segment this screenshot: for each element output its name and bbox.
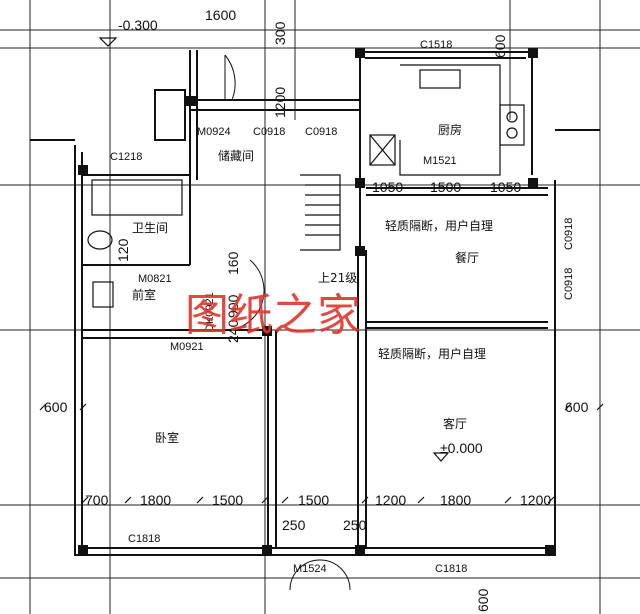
code-M0921: M0921: [170, 341, 204, 353]
code-C0918-b: C0918: [305, 126, 337, 138]
dim-b-1800b: 1800: [440, 492, 471, 508]
room-front-room: 前室: [132, 287, 156, 302]
code-C1818-right: C1818: [435, 563, 467, 575]
code-C0918-r2: C0918: [563, 268, 575, 300]
partition-note-upper: 轻质隔断，用户自理: [385, 218, 493, 233]
room-bedroom: 卧室: [155, 430, 179, 445]
dim-v-120: 120: [115, 238, 131, 262]
dim-b-250a: 250: [282, 517, 306, 533]
elevation-living: ±0.000: [440, 440, 483, 456]
code-M0821: M0821: [138, 273, 172, 285]
dim-k-1050b: 1050: [490, 179, 521, 195]
dim-k-1050a: 1050: [372, 179, 403, 195]
wall-columns: [78, 48, 555, 555]
dim-side-600-left: 600: [44, 399, 68, 415]
dim-v-900: 900: [225, 294, 241, 318]
dim-b-250b: 250: [343, 517, 367, 533]
dim-b-1800a: 1800: [140, 492, 171, 508]
room-stairs: 上21级: [318, 271, 357, 285]
code-C1818-left: C1818: [128, 533, 160, 545]
room-living: 客厅: [443, 416, 467, 431]
dim-top-300: 300: [272, 21, 288, 45]
code-C1518: C1518: [420, 39, 452, 51]
room-storage: 储藏间: [218, 148, 254, 163]
dim-b-1500a: 1500: [212, 492, 243, 508]
dim-k-1500: 1500: [430, 179, 461, 195]
code-M1524: M1524: [293, 563, 327, 575]
code-M1521: M1521: [423, 155, 457, 167]
kitchen-counter: [399, 64, 525, 176]
code-C0918-a: C0918: [253, 126, 285, 138]
dim-top-1600: 1600: [205, 7, 236, 23]
dim-br-600: 600: [475, 588, 491, 612]
dim-side-600-right: 600: [565, 399, 589, 415]
dimension-ticks: [39, 403, 604, 504]
code-C1218: C1218: [110, 151, 142, 163]
elevation-left: -0.300: [118, 17, 158, 33]
dim-top-600: 600: [492, 34, 508, 58]
room-dining: 餐厅: [455, 250, 479, 265]
partition-note-lower: 轻质隔断，用户自理: [378, 346, 486, 361]
dim-b-1200b: 1200: [520, 492, 551, 508]
watermark: 图纸之家: [185, 290, 361, 341]
code-C0918-r1: C0918: [563, 218, 575, 250]
elevation-marker-icon: [98, 37, 118, 47]
code-DK0921: DK0921: [204, 292, 216, 332]
bathroom-fixtures: [87, 134, 396, 308]
door-swings: [224, 54, 351, 591]
dim-b-1200a: 1200: [375, 492, 406, 508]
room-kitchen: 厨房: [438, 122, 462, 137]
stair: [300, 174, 341, 251]
elevation-marker-icon-living: [432, 452, 450, 462]
dim-b-1500b: 1500: [298, 492, 329, 508]
dim-b-700: 700: [85, 492, 109, 508]
dim-v-1200: 1200: [272, 87, 288, 118]
code-M0924: M0924: [197, 126, 231, 138]
room-bathroom: 卫生间: [132, 221, 168, 235]
dim-v-160: 160: [225, 251, 241, 275]
dim-v-240: 240: [225, 319, 241, 343]
